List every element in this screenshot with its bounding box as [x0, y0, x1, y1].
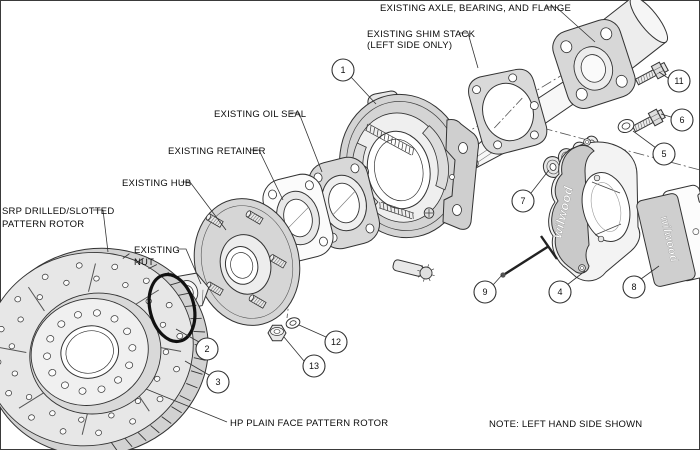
- label-axle: EXISTING AXLE, BEARING, AND FLANGE: [380, 3, 571, 14]
- washer-12: [285, 317, 301, 329]
- label-hub: EXISTING HUB: [122, 178, 191, 189]
- srp-rotor: [0, 247, 209, 450]
- adjuster: [392, 259, 424, 277]
- rotor-center-bore: [60, 325, 120, 379]
- callout-9: 9: [473, 280, 497, 304]
- callout-2: 2: [195, 337, 219, 361]
- svg-text:12: 12: [331, 337, 341, 347]
- svg-text:6: 6: [679, 115, 684, 125]
- bolt-11: [634, 61, 669, 86]
- label-retainer: EXISTING RETAINER: [168, 146, 266, 157]
- svg-text:1: 1: [340, 65, 345, 75]
- caliper-face-panel: [551, 144, 595, 274]
- svg-text:5: 5: [661, 149, 666, 159]
- callout-balloons: 1 2 3 4 5 6 7 8 9 11 12 13: [195, 58, 694, 394]
- shim-stack-gasket: [468, 68, 548, 155]
- svg-text:9: 9: [482, 287, 487, 297]
- axle-flange: [552, 19, 636, 109]
- shoe-hold-screw-2: [423, 207, 435, 219]
- cotter-pin: [500, 235, 558, 278]
- brake-pads: wilwood: [636, 184, 700, 287]
- label-srp-2: PATTERN ROTOR: [2, 219, 84, 230]
- o-ring: [147, 272, 197, 344]
- svg-text:3: 3: [215, 377, 220, 387]
- brake-shoe-right: [422, 125, 449, 191]
- callout-12: 12: [324, 330, 348, 354]
- caliper: wilwood: [548, 138, 641, 282]
- label-srp-1: SRP DRILLED/SLOTTED: [2, 206, 114, 217]
- label-note: NOTE: LEFT HAND SIDE SHOWN: [489, 419, 642, 430]
- callout-3: 3: [206, 370, 230, 394]
- label-shim-2: (LEFT SIDE ONLY): [367, 40, 452, 51]
- callout-4: 4: [548, 280, 572, 304]
- leader-lines: [93, 6, 672, 423]
- text-labels: EXISTING AXLE, BEARING, AND FLANGE EXIST…: [2, 3, 642, 430]
- caliper-window: [581, 172, 631, 242]
- hub: [193, 198, 301, 326]
- bolt-6: [631, 108, 666, 133]
- label-oil-seal: EXISTING OIL SEAL: [214, 109, 306, 120]
- callout-6: 6: [670, 108, 694, 132]
- callout-13: 13: [302, 354, 326, 378]
- return-springs: [365, 123, 415, 220]
- washer-5: [617, 118, 635, 134]
- label-nut-1: EXISTING: [134, 245, 180, 256]
- label-nut-2: NUT: [134, 257, 154, 268]
- svg-text:4: 4: [557, 287, 562, 297]
- callout-11: 11: [667, 69, 691, 93]
- adjuster-star-wheel: [419, 266, 433, 280]
- callout-5: 5: [652, 142, 676, 166]
- nut-13: [267, 324, 287, 342]
- svg-text:11: 11: [674, 76, 683, 86]
- backing-plate-ear: [442, 119, 479, 230]
- callout-7: 7: [511, 189, 535, 213]
- svg-text:8: 8: [631, 282, 636, 292]
- svg-text:7: 7: [520, 196, 525, 206]
- svg-text:13: 13: [309, 361, 319, 371]
- svg-text:2: 2: [204, 344, 209, 354]
- label-hp: HP PLAIN FACE PATTERN ROTOR: [230, 418, 388, 429]
- label-shim-1: EXISTING SHIM STACK: [367, 29, 476, 40]
- caliper-bridge-detail: [590, 181, 622, 236]
- callout-1: 1: [331, 58, 355, 82]
- callout-8: 8: [622, 275, 646, 299]
